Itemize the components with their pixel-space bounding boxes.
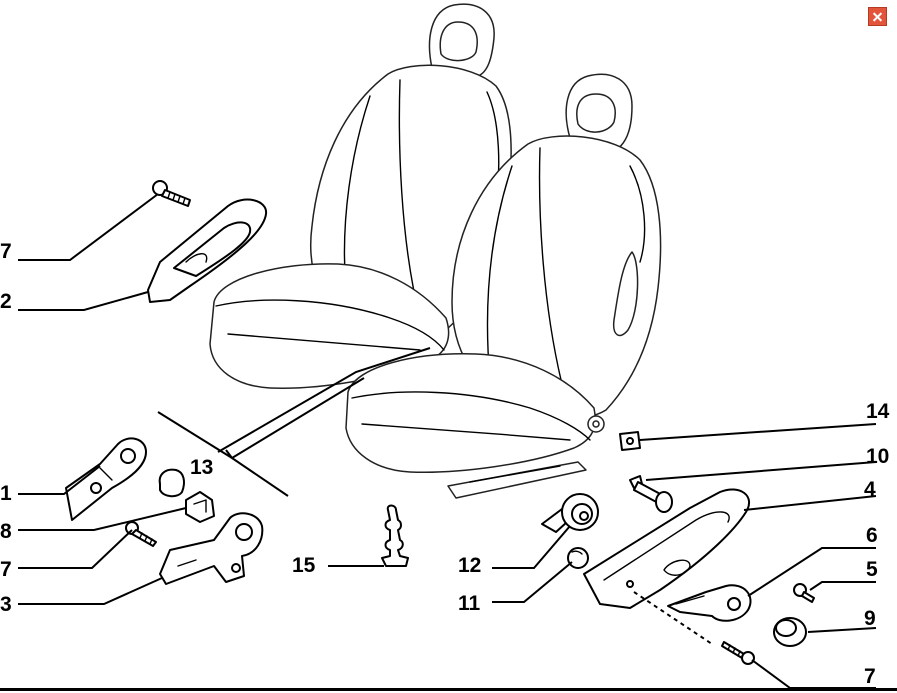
- callout-7c: 7: [864, 665, 876, 688]
- close-icon[interactable]: [868, 7, 887, 26]
- part-9-knob: [773, 617, 807, 647]
- part-15-fastener: [381, 504, 409, 567]
- part-1-bracket: [65, 437, 147, 521]
- callout-7b: 7: [0, 558, 12, 581]
- callout-15: 15: [292, 554, 316, 577]
- bottom-border: [0, 688, 897, 691]
- part-12-knob: [541, 493, 599, 533]
- part-11-ball-knob: [567, 547, 589, 569]
- leader-lines: [18, 193, 877, 689]
- callout-5: 5: [866, 558, 878, 581]
- callout-4: 4: [864, 478, 876, 501]
- part-13-cap: [158, 468, 185, 498]
- callout-12: 12: [458, 554, 481, 577]
- callout-9: 9: [864, 607, 876, 630]
- callout-3: 3: [0, 593, 12, 616]
- part-5-screw: [793, 583, 815, 603]
- callout-8: 8: [0, 520, 12, 543]
- part-2-handle-cover: [147, 198, 268, 303]
- callout-13: 13: [190, 456, 213, 479]
- callout-11: 11: [458, 592, 481, 615]
- part-7-screw-top: [152, 180, 191, 207]
- part-4-side-trim: [583, 488, 750, 609]
- part-14-plate: [619, 431, 641, 451]
- callout-10: 10: [866, 445, 889, 468]
- part-3-lower-bracket: [159, 512, 264, 585]
- part-7-screw-bottom: [721, 641, 755, 665]
- callout-1: 1: [0, 482, 12, 505]
- callout-labels: 7 2 1 13 8 7 3 15 12 11 14 10 4 6 5 9 7: [0, 240, 890, 688]
- part-6-lever: [667, 584, 752, 622]
- part-7-screw-middle: [125, 521, 157, 547]
- construction-lines: [157, 347, 431, 497]
- callout-2: 2: [0, 290, 12, 313]
- part-10-pin: [629, 475, 673, 513]
- callout-6: 6: [866, 524, 878, 547]
- callout-14: 14: [866, 400, 890, 423]
- front-seat-illustration: [345, 73, 662, 499]
- part-8-nut: [185, 491, 215, 523]
- callout-7: 7: [0, 240, 12, 263]
